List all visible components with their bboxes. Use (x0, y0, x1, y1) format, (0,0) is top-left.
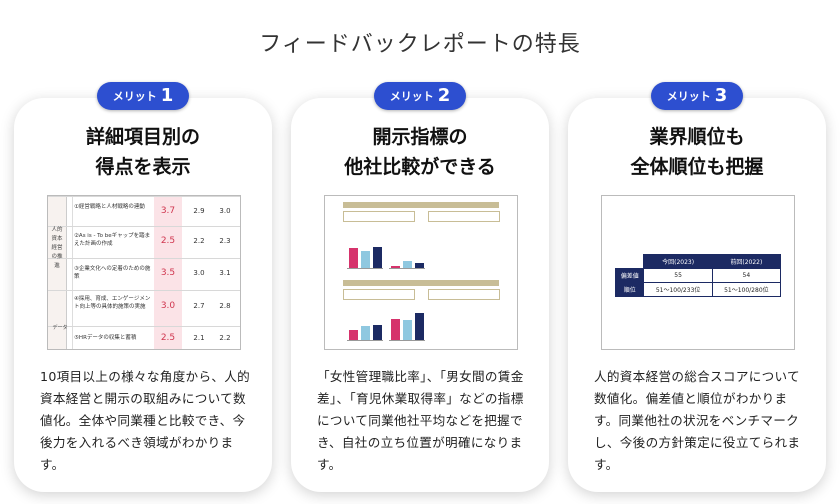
chart-bar (403, 261, 412, 268)
row-score: 2.5 (160, 333, 176, 343)
row-label: ①経営戦略と人材戦略の連動 (74, 204, 145, 210)
chart-subheader (428, 289, 500, 300)
chart-bars-bottom (343, 306, 499, 341)
highlight-column (154, 196, 182, 349)
bar-chart-thumbnail (324, 195, 518, 350)
table-cell: 55 (643, 268, 713, 283)
merit-badge-label: メリット (666, 90, 711, 103)
table-side-label-data: データ (52, 325, 68, 331)
ranking-table-thumbnail: 今回(2023) 前回(2022) 偏差値 55 54 順位 51～100/23… (601, 195, 795, 350)
table-row: ④採用、育成、エンゲージメント向上等の具体的施策の実施 3.0 2.7 2.8 (48, 290, 240, 311)
table-cell: 51～100/233位 (643, 282, 713, 297)
row-value-b: 2.2 (193, 237, 205, 245)
row-value-c: 2.2 (219, 334, 231, 342)
row-score: 3.0 (160, 301, 176, 311)
row-value-c: 3.0 (219, 207, 231, 215)
row-header: 順位 (614, 282, 645, 297)
chart-subheader (428, 211, 500, 222)
chart-bar (349, 330, 358, 340)
chart-subheader (343, 289, 415, 300)
table-cell: 54 (711, 268, 782, 283)
row-value-b: 2.7 (193, 302, 205, 310)
chart-baseline (347, 340, 383, 341)
merit-badge-label: メリット (389, 90, 434, 103)
card-title: 業界順位も 全体順位も把握 (568, 122, 826, 182)
card-description: 人的資本経営の総合スコアについて数値化。偏差値と順位がわかります。同業他社の状況… (594, 369, 801, 472)
merit-badge-number: 1 (160, 85, 174, 106)
row-label: ②As is - To beギャップを踏まえた計画の作成 (74, 233, 151, 247)
chart-baseline (347, 268, 383, 269)
table-row: ②As is - To beギャップを踏まえた計画の作成 2.5 2.2 2.3 (48, 226, 240, 247)
card-title-line1: 開示指標の (372, 126, 468, 148)
row-label: ⑤HRデータの収集と蓄積 (74, 335, 137, 341)
card-description: 「女性管理職比率」、「男女間の賃金差」、「育児休業取得率」などの指標について同業… (317, 369, 524, 472)
row-label: ④採用、育成、エンゲージメント向上等の具体的施策の実施 (74, 296, 151, 310)
row-value-b: 3.0 (193, 269, 205, 277)
card-title: 詳細項目別の 得点を表示 (14, 122, 272, 182)
chart-bar (415, 313, 424, 340)
row-header: 偏差値 (614, 268, 645, 283)
card-title-line2: 得点を表示 (95, 156, 191, 178)
column-header: 前回(2022) (711, 254, 782, 269)
chart-bar (403, 320, 412, 340)
table-side-subcolumn (66, 196, 73, 349)
row-value-c: 2.3 (219, 237, 231, 245)
card-title-line1: 業界順位も (649, 126, 745, 148)
chart-bar (349, 248, 358, 268)
row-score: 3.5 (160, 268, 176, 278)
chart-bars-top (343, 232, 499, 269)
chart-baseline (389, 268, 425, 269)
chart-subheader (343, 211, 415, 222)
card-title: 開示指標の 他社比較ができる (291, 122, 549, 182)
table-cell: 51～100/280位 (711, 282, 782, 297)
merit-badge-label: メリット (112, 90, 157, 103)
table-side-label: 人的資本経営の推進 (51, 227, 63, 269)
row-value-b: 2.1 (193, 334, 205, 342)
column-header: 今回(2023) (643, 254, 713, 269)
chart-bar (361, 251, 370, 268)
chart-bar (373, 247, 382, 268)
card-title-line2: 全体順位も把握 (630, 156, 764, 178)
score-table-thumbnail: ①経営戦略と人材戦略の連動 3.7 2.9 3.0 ②As is - To be… (47, 195, 241, 350)
card-title-line1: 詳細項目別の (85, 126, 200, 148)
chart-header-bar (343, 280, 499, 286)
table-corner (615, 254, 644, 269)
chart-bar (373, 325, 382, 340)
chart-bar (391, 319, 400, 340)
ranking-table: 今回(2023) 前回(2022) 偏差値 55 54 順位 51～100/23… (614, 254, 782, 297)
table-row: ①経営戦略と人材戦略の連動 3.7 2.9 3.0 (48, 196, 240, 216)
table-row: ⑤HRデータの収集と蓄積 2.5 2.1 2.2 (48, 326, 240, 343)
chart-baseline (389, 340, 425, 341)
row-value-c: 2.8 (219, 302, 231, 310)
row-label: ③企業文化への定着のための施策 (74, 266, 151, 280)
card-description: 10項目以上の様々な角度から、人的資本経営と開示の取組みについて数値化。全体や同… (40, 369, 251, 472)
chart-bar (391, 266, 400, 268)
table-side-column (48, 196, 67, 349)
chart-bar (361, 326, 370, 340)
merit-badge-number: 2 (437, 85, 451, 106)
merit-badge-number: 3 (714, 85, 728, 106)
row-score: 2.5 (160, 236, 176, 246)
table-row: ③企業文化への定着のための施策 3.5 3.0 3.1 (48, 258, 240, 280)
row-value-c: 3.1 (219, 269, 231, 277)
chart-bar (415, 263, 424, 268)
row-value-b: 2.9 (193, 207, 205, 215)
chart-header-bar (343, 202, 499, 208)
card-title-line2: 他社比較ができる (344, 156, 496, 178)
page-title: フィードバックレポートの特長 (259, 32, 581, 57)
row-score: 3.7 (160, 206, 176, 216)
